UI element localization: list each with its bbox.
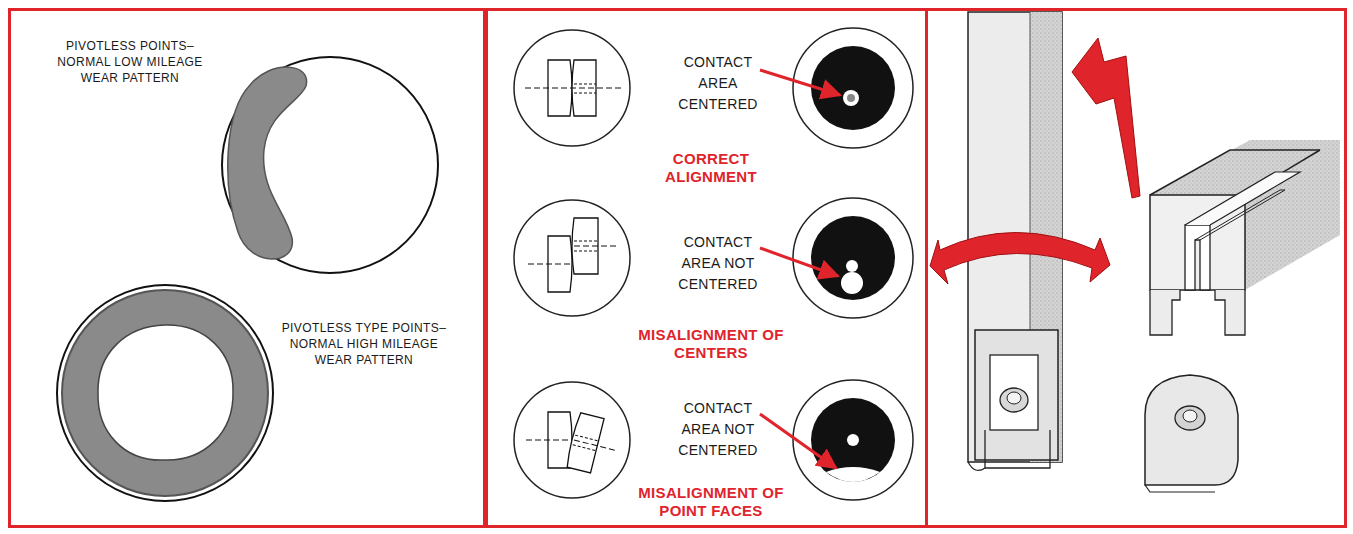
contact-label: CONTACT AREA NOT CENTERED	[668, 232, 768, 295]
alignment-faces-off	[514, 380, 913, 500]
bending-tool	[930, 12, 1340, 492]
wear-label: PIVOTLESS POINTS– NORMAL LOW MILEAGE WEA…	[52, 38, 208, 87]
alignment-centers-off	[514, 198, 913, 318]
wear-low-mileage	[222, 57, 438, 273]
contact-label: CONTACT AREA NOT CENTERED	[668, 398, 768, 461]
alignment-title: CORRECT ALIGNMENT	[628, 150, 794, 186]
alignment-title: MISALIGNMENT OF CENTERS	[628, 326, 794, 362]
panel-frame	[927, 10, 1346, 527]
alignment-correct	[514, 28, 913, 148]
wear-label: PIVOTLESS TYPE POINTS– NORMAL HIGH MILEA…	[281, 320, 447, 369]
contact-label: CONTACT AREA CENTERED	[668, 52, 768, 115]
panel: CONTACT AREA CENTERED CORRECT ALIGNMENT CO…	[485, 8, 928, 528]
panel: PIVOTLESS POINTS– NORMAL LOW MILEAGE WEA…	[8, 8, 486, 528]
wear-high-mileage	[57, 285, 273, 501]
alignment-title: MISALIGNMENT OF POINT FACES	[628, 484, 794, 520]
